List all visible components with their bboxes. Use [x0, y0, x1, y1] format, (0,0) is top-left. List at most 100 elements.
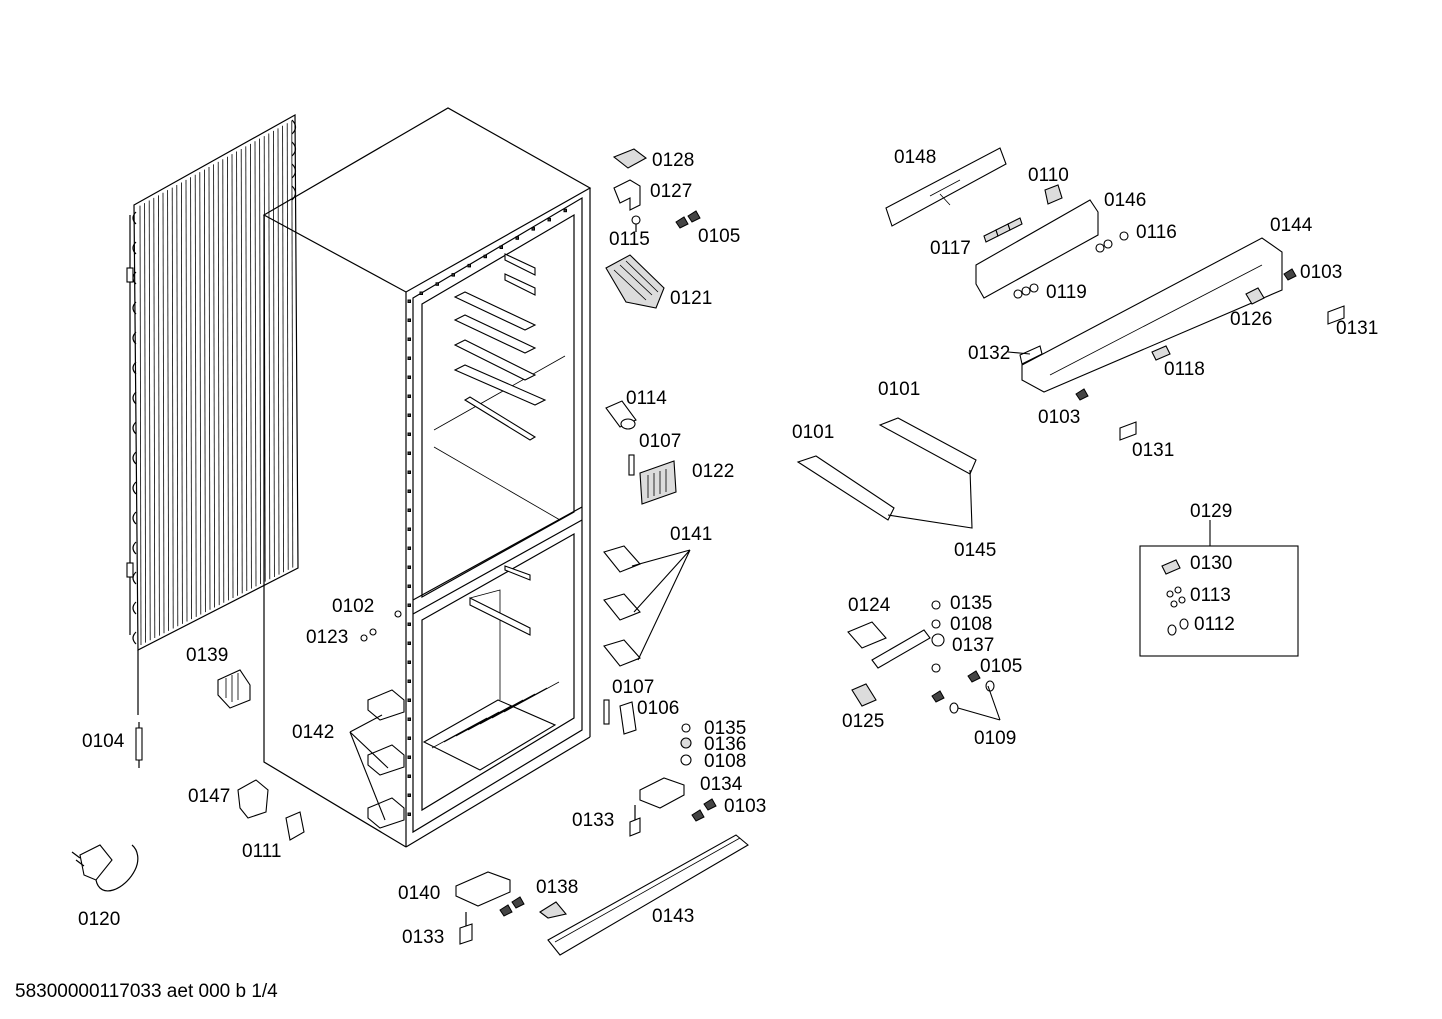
condenser-fin	[240, 148, 243, 594]
cabinet-rivet	[467, 263, 471, 268]
condenser-fin	[291, 120, 294, 568]
cabinet-rivet	[499, 245, 503, 249]
cabinet-rivet	[407, 394, 411, 398]
part-callout: 0138	[536, 877, 578, 898]
condenser-fin	[245, 146, 248, 592]
drawer-rib	[479, 693, 536, 725]
condenser-tube-bend	[132, 571, 137, 585]
drawer-rib	[431, 717, 488, 749]
part-callout: 0103	[1038, 407, 1080, 428]
cabinet-rivet	[407, 432, 411, 436]
cabinet-rivet	[419, 291, 423, 295]
condenser-tube-bend	[132, 391, 137, 405]
cabinet-rivet	[407, 622, 411, 626]
condenser-tube-bend	[132, 361, 137, 375]
part-callout: 0131	[1132, 440, 1174, 461]
cabinet-rivet	[407, 451, 411, 455]
part-callout: 0145	[954, 540, 996, 561]
part-callout: 0128	[652, 150, 694, 171]
cabinet-rivet	[407, 508, 411, 512]
cabinet-rivet	[407, 318, 411, 322]
cabinet-rivet	[407, 375, 411, 379]
part-callout: 0131	[1336, 318, 1378, 339]
drawer-rib	[443, 711, 500, 743]
condenser-tube-bend	[132, 451, 137, 465]
part-callout: 0102	[332, 596, 374, 617]
part-callout: 0146	[1104, 190, 1146, 211]
cabinet-rivet	[407, 565, 411, 569]
condenser-tube-bend	[132, 511, 137, 525]
part-callout: 0135	[704, 718, 746, 739]
cabinet-rivet	[407, 755, 411, 759]
condenser-fin	[213, 164, 216, 608]
cabinet-rivet	[407, 660, 411, 664]
condenser-fin	[139, 205, 142, 645]
condenser-fin	[272, 130, 275, 577]
part-callout: 0137	[952, 635, 994, 656]
part-callout: 0103	[1300, 262, 1342, 283]
condenser-fin	[162, 192, 165, 634]
condenser-fin	[217, 161, 220, 606]
part-callout: 0123	[306, 627, 348, 648]
part-callout: 0120	[78, 909, 120, 930]
condenser-tube-bend	[291, 163, 297, 179]
part-callout: 0129	[1190, 501, 1232, 522]
condenser-fin	[194, 174, 197, 617]
part-callout: 0127	[650, 181, 692, 202]
condenser-fin	[208, 166, 211, 610]
middle-small-parts	[455, 148, 749, 956]
part-callout: 0104	[82, 731, 125, 752]
part-callout: 0144	[1270, 215, 1313, 236]
cabinet-rivet	[407, 774, 411, 778]
condenser-tube-bend	[291, 185, 297, 201]
condenser-fin	[180, 182, 183, 624]
left-small-parts	[71, 610, 405, 892]
cabinet-rivet	[407, 546, 411, 550]
part-callout: 0126	[1230, 309, 1272, 330]
condenser-tube-bend	[132, 241, 137, 255]
condenser-tube-bend	[132, 211, 137, 225]
condenser-fin	[157, 195, 160, 636]
part-callout: 0115	[609, 229, 650, 250]
part-callout: 0140	[398, 883, 440, 904]
part-callout: 0135	[950, 593, 992, 614]
cabinet-rivet	[407, 584, 411, 588]
part-callout: 0136	[704, 734, 746, 755]
part-callout: 0107	[639, 431, 681, 452]
condenser-fin	[254, 141, 257, 587]
condenser-fin	[171, 187, 174, 629]
part-callout: 0143	[652, 906, 694, 927]
cabinet-rivet	[407, 679, 411, 683]
condenser-fin	[226, 156, 229, 601]
condenser-fin	[148, 200, 151, 641]
condenser-fin	[236, 151, 239, 596]
part-callout: 0113	[1190, 585, 1231, 606]
part-callout: 0122	[692, 461, 734, 482]
cabinet-rivet	[407, 299, 411, 303]
part-callout: 0105	[980, 656, 1022, 677]
cabinet-rivet	[407, 793, 411, 797]
condenser-tube-bend	[132, 421, 137, 435]
condenser-tube-bend	[132, 301, 137, 315]
cabinet-rivet	[407, 470, 411, 474]
condenser-fin	[222, 159, 225, 603]
condenser-tube-bend	[132, 541, 137, 555]
part-callout: 0116	[1136, 222, 1177, 243]
cabinet-rivet	[407, 812, 411, 816]
cabinet-rivet	[547, 217, 551, 222]
cabinet-rivet	[407, 698, 411, 702]
part-callout: 0101	[792, 422, 834, 443]
condenser-fin	[167, 190, 170, 631]
drawer-rib	[491, 687, 548, 719]
condenser-tube-bend	[291, 119, 297, 135]
condenser-fin	[185, 179, 188, 622]
part-callout: 0125	[842, 711, 884, 732]
condenser-tube-bend	[132, 631, 137, 645]
drawer-rib	[467, 699, 524, 731]
part-callout: 0133	[572, 810, 614, 831]
part-callout: 0105	[698, 226, 740, 247]
condenser-fin	[190, 177, 193, 620]
part-callout: 0142	[292, 722, 334, 743]
cabinet-rivet	[483, 254, 487, 259]
